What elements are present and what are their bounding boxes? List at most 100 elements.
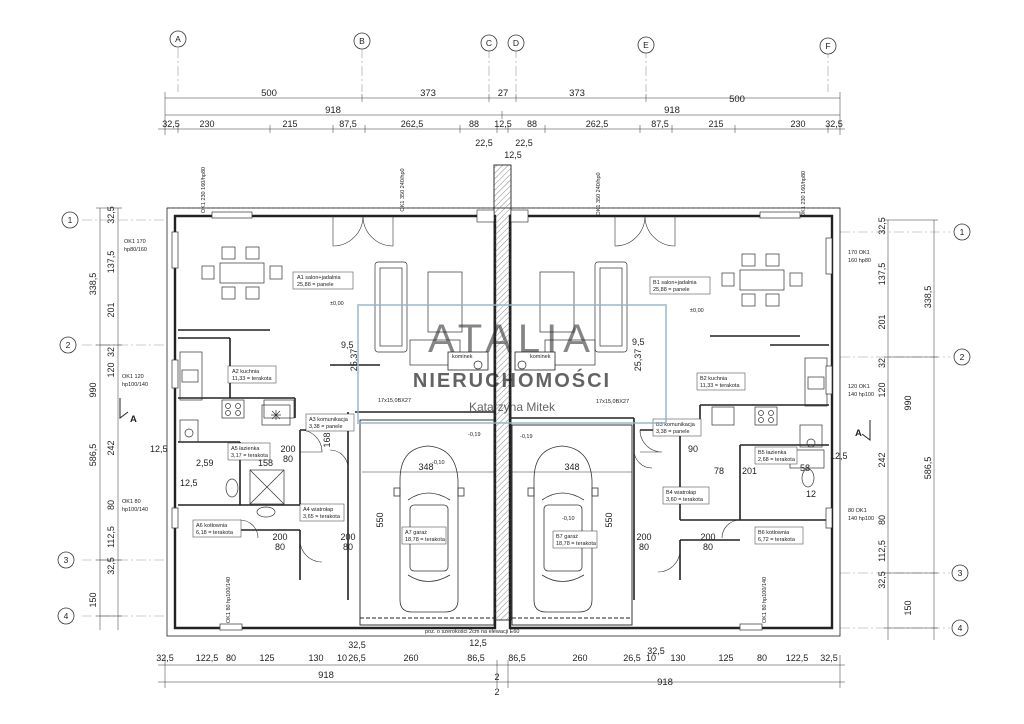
svg-text:6,18 = terakota: 6,18 = terakota: [196, 530, 234, 536]
svg-text:500: 500: [261, 88, 277, 99]
garage-outlines: [359, 419, 633, 626]
svg-text:918: 918: [325, 105, 341, 116]
svg-text:27: 27: [498, 88, 509, 99]
svg-text:338,5: 338,5: [88, 273, 98, 296]
svg-text:120: 120: [106, 362, 116, 377]
svg-text:3: 3: [64, 555, 69, 565]
svg-text:125: 125: [718, 653, 733, 663]
svg-text:90: 90: [688, 444, 698, 454]
svg-text:OK1 350 240/hp0: OK1 350 240/hp0: [400, 168, 406, 211]
svg-text:18,78 = terakota: 18,78 = terakota: [556, 541, 597, 547]
axis-bubble-1-left: 1: [61, 211, 79, 229]
svg-text:200: 200: [636, 532, 651, 542]
svg-text:170 OK1: 170 OK1: [848, 250, 870, 256]
svg-text:kominek: kominek: [530, 354, 551, 360]
svg-text:A: A: [175, 34, 181, 44]
door-size-labels: 200 80 200 80 200 80 200 80 200 80: [272, 444, 715, 552]
svg-text:32,5: 32,5: [647, 646, 665, 656]
svg-text:OK1 120: OK1 120: [122, 374, 144, 380]
svg-text:22,5: 22,5: [475, 138, 493, 148]
svg-text:215: 215: [282, 119, 297, 129]
svg-text:200: 200: [272, 532, 287, 542]
agency-watermark: ATALIA NIERUCHOMOŚCI Katarzyna Mitek: [357, 304, 667, 424]
svg-text:2: 2: [494, 687, 499, 697]
svg-text:348: 348: [418, 462, 433, 472]
dimension-lines-bottom: [158, 655, 845, 688]
svg-text:4: 4: [64, 611, 69, 621]
level-marks: ±0,00 ±0,00 -0,10 -0,10 -0,19 -0,19 17x1…: [330, 301, 704, 522]
svg-text:80: 80: [703, 542, 713, 552]
svg-text:17x15,0BX27: 17x15,0BX27: [378, 398, 411, 404]
svg-text:80: 80: [343, 542, 353, 552]
svg-text:±0,00: ±0,00: [690, 308, 704, 314]
bottom-note: poz. o szerokości 2cm na elewacji E60: [425, 629, 519, 635]
svg-text:2: 2: [494, 672, 499, 682]
svg-text:B7 garaż: B7 garaż: [556, 534, 578, 540]
car-right: [527, 445, 599, 613]
svg-text:B2 kuchnia: B2 kuchnia: [700, 376, 728, 382]
svg-text:150: 150: [903, 600, 913, 615]
svg-text:F: F: [825, 41, 830, 51]
room-label-a6: A6 kotłownia 6,18 = terakota: [192, 519, 242, 538]
svg-text:OK1 170: OK1 170: [124, 239, 146, 245]
svg-text:ATALIA: ATALIA: [428, 317, 596, 361]
svg-text:242: 242: [106, 440, 116, 455]
svg-text:A7 garaż: A7 garaż: [405, 530, 427, 536]
room-label-b7: B7 garaż 18,78 = terakota: [552, 530, 598, 549]
svg-text:B: B: [359, 36, 365, 46]
axis-bubble-1-right: 1: [953, 223, 971, 241]
svg-text:6,72 = terakota: 6,72 = terakota: [758, 537, 796, 543]
svg-text:-0,19: -0,19: [520, 434, 533, 440]
dimension-lines-right: [884, 219, 938, 640]
svg-text:3,17 = terakota: 3,17 = terakota: [231, 453, 269, 459]
svg-text:500: 500: [729, 94, 745, 105]
svg-text:4: 4: [958, 623, 963, 633]
sofa-left: [374, 261, 463, 366]
svg-text:200: 200: [340, 532, 355, 542]
misc-dimension-labels: 9,5 25,37 12,5 2,59 12,5 158 168 201 78 …: [150, 337, 848, 499]
svg-text:80: 80: [106, 500, 116, 510]
svg-text:A1 salon+jadalnia: A1 salon+jadalnia: [297, 275, 342, 281]
dining-table-left: [201, 246, 283, 300]
section-mark-right: A: [855, 420, 871, 441]
svg-text:32,5: 32,5: [825, 119, 843, 129]
svg-text:112,5: 112,5: [877, 540, 887, 562]
svg-text:158: 158: [258, 458, 273, 468]
svg-text:348: 348: [564, 462, 579, 472]
svg-text:918: 918: [318, 670, 334, 681]
svg-text:12,5: 12,5: [180, 478, 198, 488]
kitchen-counter-right: [711, 357, 828, 448]
svg-text:26,5: 26,5: [623, 653, 641, 663]
svg-text:373: 373: [420, 88, 436, 99]
svg-text:12,5: 12,5: [494, 119, 512, 129]
svg-text:201: 201: [877, 314, 887, 329]
svg-text:3: 3: [958, 568, 963, 578]
svg-text:2: 2: [960, 352, 965, 362]
svg-text:2: 2: [66, 340, 71, 350]
svg-text:25,37: 25,37: [349, 349, 359, 372]
party-wall: [476, 164, 529, 621]
svg-text:122,5: 122,5: [786, 653, 809, 663]
svg-text:137,5: 137,5: [877, 263, 887, 286]
room-label-a1: A1 salon+jadalnia 25,88 = panele: [292, 271, 354, 290]
svg-text:11,33 = terakota: 11,33 = terakota: [232, 376, 272, 382]
svg-text:32,5: 32,5: [106, 557, 116, 575]
svg-text:32: 32: [106, 347, 116, 357]
svg-text:26,5: 26,5: [348, 653, 366, 663]
svg-text:kominek: kominek: [452, 354, 473, 360]
svg-text:80 OK1: 80 OK1: [848, 508, 867, 514]
svg-text:122,5: 122,5: [196, 653, 219, 663]
svg-text:B6 kotłownia: B6 kotłownia: [758, 530, 790, 536]
svg-text:262,5: 262,5: [401, 119, 424, 129]
svg-text:550: 550: [604, 512, 614, 527]
room-label-b6: B6 kotłownia 6,72 = terakota: [754, 526, 804, 545]
svg-text:3,65 = terakota: 3,65 = terakota: [303, 514, 341, 520]
svg-text:25,88 = panele: 25,88 = panele: [297, 282, 334, 288]
svg-text:338,5: 338,5: [923, 286, 933, 309]
svg-text:586,5: 586,5: [923, 457, 933, 480]
svg-text:32,5: 32,5: [348, 640, 366, 650]
window-marks: [171, 211, 833, 631]
svg-text:242: 242: [877, 452, 887, 467]
svg-text:A6 kotłownia: A6 kotłownia: [196, 523, 228, 529]
